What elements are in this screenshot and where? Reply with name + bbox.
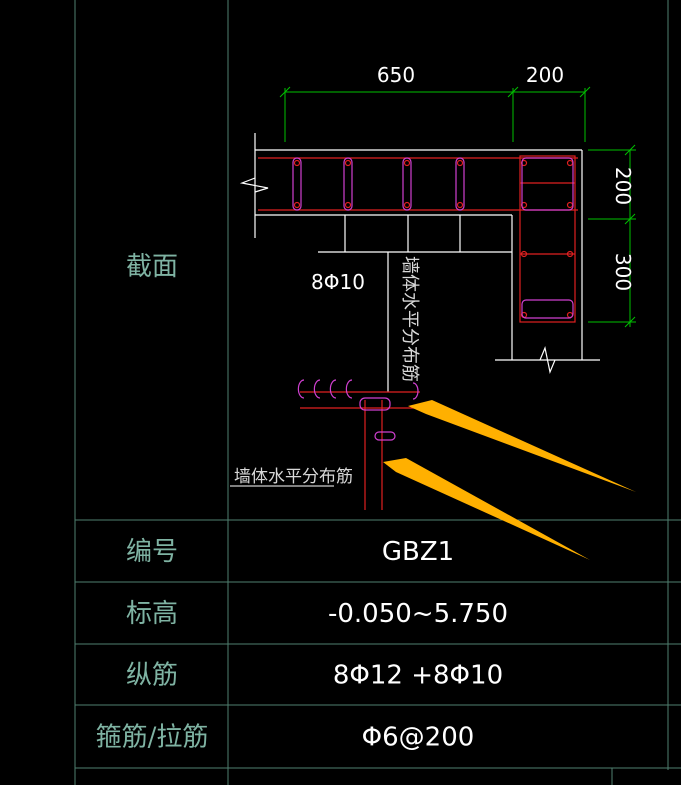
section-label: 截面 bbox=[126, 252, 178, 282]
row-label-0: 编号 bbox=[126, 537, 178, 567]
table-grid bbox=[74, 0, 681, 785]
dim-top-right: 200 bbox=[526, 63, 564, 87]
row-value-1: -0.050~5.750 bbox=[328, 599, 508, 629]
row-label-3: 箍筋/拉筋 bbox=[96, 723, 209, 753]
table-rows: 编号 GBZ1 标高 -0.050~5.750 纵筋 8Φ12 +8Φ10 箍筋/拉筋 Φ6@… bbox=[96, 537, 508, 753]
row-value-0: GBZ1 bbox=[382, 537, 454, 567]
arrows bbox=[383, 400, 636, 560]
vertical-note: 墙体水平分布筋 bbox=[399, 256, 420, 382]
stirrups bbox=[292, 157, 574, 441]
dim-right-top: 200 bbox=[611, 167, 635, 205]
row-label-2: 纵筋 bbox=[126, 661, 178, 691]
dim-top-left: 650 bbox=[377, 63, 415, 87]
dim-right-bottom: 300 bbox=[611, 253, 635, 291]
row-value-3: Φ6@200 bbox=[362, 723, 475, 753]
rebar-note: 8Φ10 bbox=[311, 270, 365, 294]
dimension-lines bbox=[279, 86, 636, 328]
horizontal-note: 墙体水平分布筋 bbox=[234, 467, 353, 487]
row-label-1: 标高 bbox=[126, 599, 178, 629]
row-value-2: 8Φ12 +8Φ10 bbox=[333, 661, 503, 691]
concrete-outline bbox=[239, 133, 600, 392]
